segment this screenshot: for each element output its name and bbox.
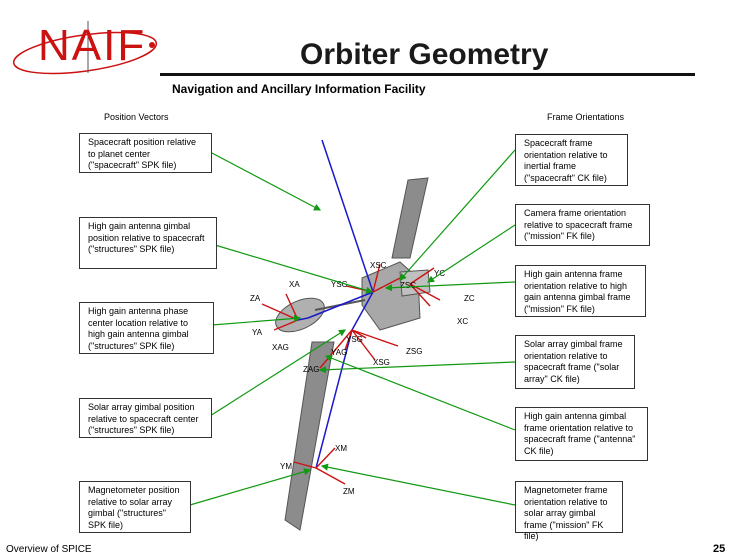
solar-array-gimbal-position-box: Solar array gimbal position relative to … <box>79 398 212 438</box>
label-xsg: XSG <box>373 358 390 367</box>
title-rule <box>160 73 695 76</box>
solar-array-gimbal-orientation-box: Solar array gimbal frame orientation rel… <box>515 335 635 389</box>
logo-orbit-graphic <box>12 21 158 75</box>
label-xc: XC <box>457 317 468 326</box>
label-ya: YA <box>252 328 263 337</box>
label-xag: XAG <box>272 343 289 352</box>
label-ysc: YSC <box>331 280 348 289</box>
callout-arrows <box>189 149 516 506</box>
hga-gimbal-position-box: High gain antenna gimbal position relati… <box>79 217 217 269</box>
label-yag: YAG <box>331 348 347 357</box>
page-number: 25 <box>713 543 726 555</box>
footer-label: Overview of SPICE <box>6 544 92 555</box>
hga-frame-orientation-box: High gain antenna frame orientation rela… <box>515 265 646 317</box>
label-zm: ZM <box>343 487 355 496</box>
page-subtitle: Navigation and Ancillary Information Fac… <box>172 82 426 96</box>
label-xsc: XSC <box>370 261 387 270</box>
label-ym: YM <box>280 462 292 471</box>
solar-panel-upper <box>391 177 429 259</box>
label-yc: YC <box>434 269 445 278</box>
hga-phase-center-box: High gain antenna phase center location … <box>79 302 214 354</box>
page-title: Orbiter Geometry <box>300 38 549 71</box>
naif-logo: NAIF <box>10 15 160 85</box>
label-zsg: ZSG <box>406 347 422 356</box>
frame-axes <box>261 263 441 485</box>
spacecraft-position-box: Spacecraft position relative to planet c… <box>79 133 212 173</box>
camera-frame-orientation-box: Camera frame orientation relative to spa… <box>515 204 650 246</box>
header-position-vectors: Position Vectors <box>104 112 169 122</box>
magnetometer-position-box: Magnetometer position relative to solar … <box>79 481 191 533</box>
magnetometer-frame-orientation-box: Magnetometer frame orientation relative … <box>515 481 623 541</box>
label-zsc: ZSC <box>400 281 416 290</box>
logo-text: NAIF <box>38 21 147 70</box>
header-frame-orientations: Frame Orientations <box>547 112 625 122</box>
spacecraft-frame-orientation-box: Spacecraft frame orientation relative to… <box>515 134 628 186</box>
label-zc: ZC <box>464 294 475 303</box>
label-zag: ZAG <box>303 365 319 374</box>
label-xa: XA <box>289 280 300 289</box>
high-gain-antenna-dish <box>275 297 325 333</box>
label-ysg: YSG <box>346 335 363 344</box>
label-xm: XM <box>335 444 347 453</box>
label-za: ZA <box>250 294 261 303</box>
hga-gimbal-orientation-box: High gain antenna gimbal frame orientati… <box>515 407 648 461</box>
